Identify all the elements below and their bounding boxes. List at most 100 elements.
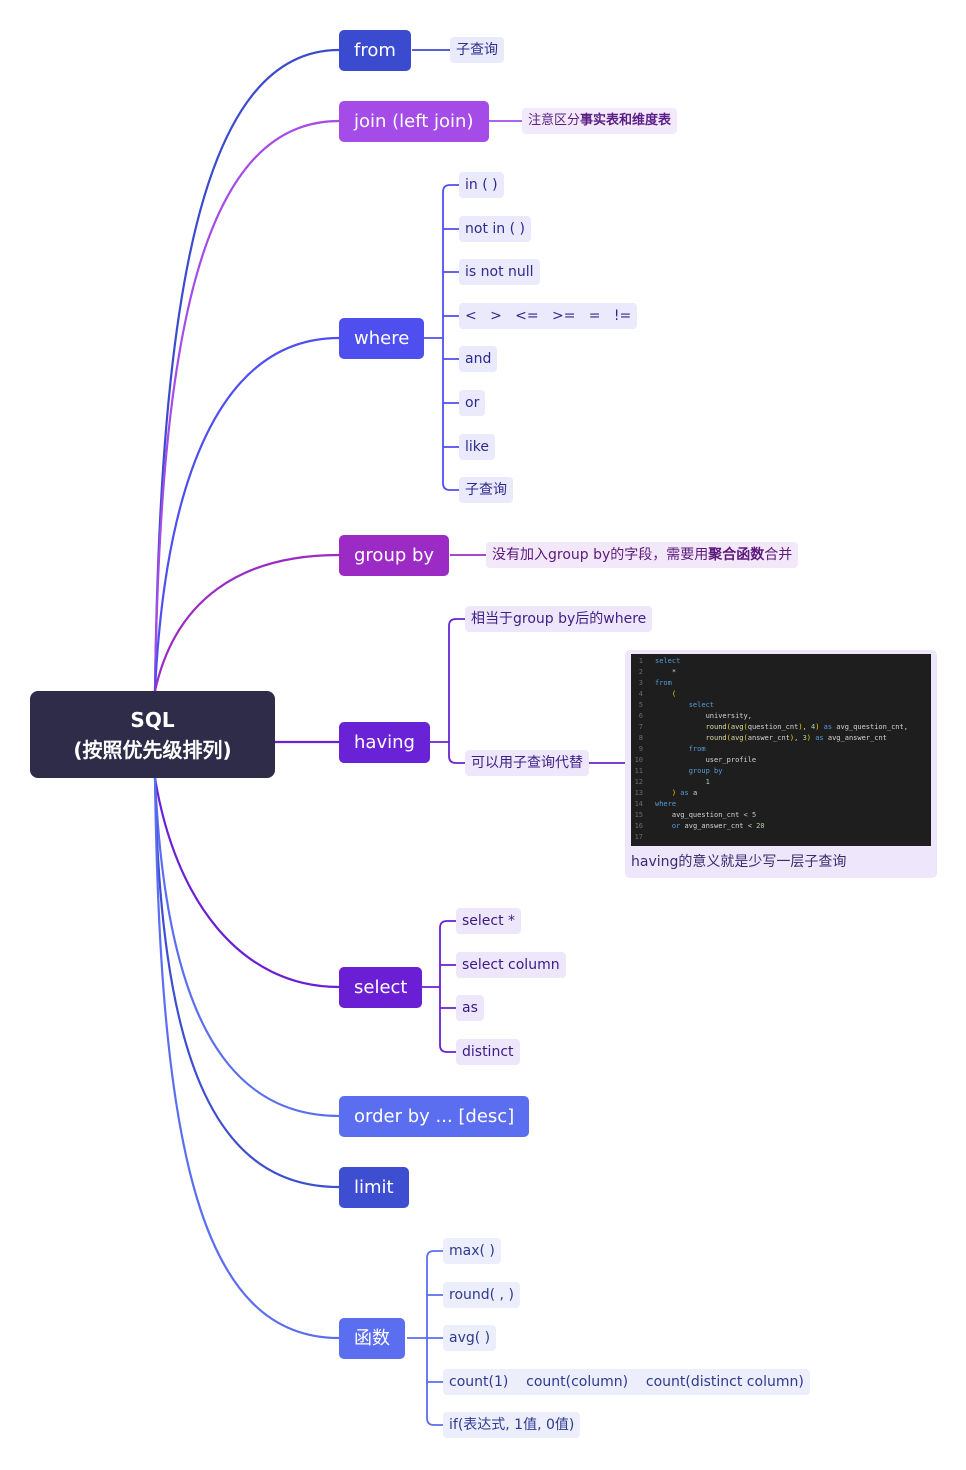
branch-having[interactable]: having [339,722,430,763]
code-line: 16 or avg_answer_cnt < 20 [631,821,931,832]
func-leaf-if[interactable]: if(表达式, 1值, 0值) [443,1412,581,1438]
code-line-number: 17 [634,833,643,841]
func-leaf-avg[interactable]: avg( ) [443,1325,497,1351]
code-line-text: 1 [705,778,710,786]
where-leaf-like[interactable]: like [459,434,496,460]
having-leaf-where-after-groupby[interactable]: 相当于group by后的where [465,606,653,632]
code-line-text: ) as a [671,789,698,797]
code-line-number: 2 [638,668,643,676]
edge-funcs-leaves [426,1250,443,1426]
code-line-number: 13 [634,789,643,797]
code-line: 2 * [631,667,931,678]
branch-functions[interactable]: 函数 [339,1318,405,1359]
func-leaf-round[interactable]: round( , ) [443,1282,520,1308]
branch-order-by[interactable]: order by ... [desc] [339,1096,530,1137]
code-line-number: 1 [638,657,643,665]
where-leaf-is-not-null[interactable]: is not null [459,259,540,285]
edge-root-orderby [153,777,340,1118]
code-line-number: 8 [638,734,643,742]
groupby-note-suffix: 合并 [764,547,793,563]
code-line-text: round(avg(question_cnt), 4) as avg_quest… [705,723,908,731]
where-leaf-or[interactable]: or [459,390,486,416]
branch-from[interactable]: from [339,30,411,71]
edge-where-leaves [442,184,459,491]
root-subtitle: (按照优先级排列) [73,737,232,762]
from-leaf-subquery[interactable]: 子查询 [450,37,504,63]
branch-where[interactable]: where [339,318,425,359]
code-line-text: from [655,679,672,687]
where-leaf-not-in[interactable]: not in ( ) [459,216,531,242]
code-line-number: 14 [634,800,643,808]
code-line-number: 9 [638,745,643,753]
select-leaf-distinct[interactable]: distinct [456,1039,520,1065]
code-line: 5 select [631,700,931,711]
code-line: 17 [631,832,931,843]
code-line: 1 select [631,656,931,667]
code-line: 3 from [631,678,931,689]
code-line-text: select [655,657,681,665]
branch-join[interactable]: join (left join) [339,101,489,142]
code-line-number: 7 [638,723,643,731]
join-note-fact: 事实表 [580,113,620,128]
join-note-prefix: 注意区分 [528,113,581,128]
code-line-text: or avg_answer_cnt < 20 [671,822,765,830]
code-line-text: from [688,745,706,753]
code-line-number: 4 [638,690,643,698]
code-line: 8 round(avg(answer_cnt), 3) as avg_answe… [631,733,931,744]
code-line: 11 group by [631,766,931,777]
code-line: 12 1 [631,777,931,788]
edge-root-join [153,119,340,692]
having-caption: having的意义就是少写一层子查询 [631,854,847,870]
code-line-number: 11 [634,767,643,775]
groupby-note[interactable]: 没有加入group by的字段，需要用聚合函数合并 [486,542,799,568]
groupby-note-agg: 聚合函数 [708,547,765,563]
having-leaf-subquery-alt[interactable]: 可以用子查询代替 [465,750,589,776]
edge-having-leaves [448,618,465,764]
where-leaf-comparison-ops[interactable]: < > <= >= = != [459,303,638,329]
edge-root-select [153,777,340,989]
code-line: 9 from [631,744,931,755]
code-line-number: 15 [634,811,643,819]
code-line-text: round(avg(answer_cnt), 3) as avg_answer_… [705,734,887,742]
code-line-text: * [655,668,677,676]
where-leaf-and[interactable]: and [459,346,498,372]
edge-root-where [153,336,340,692]
code-line-text: ( [671,690,677,698]
groupby-note-prefix: 没有加入group by的字段，需要用 [492,547,709,563]
code-line-number: 12 [634,778,643,786]
select-leaf-as[interactable]: as [456,995,484,1021]
code-line-text: group by [688,767,723,775]
code-line: 10 user_profile [631,755,931,766]
code-line-number: 16 [634,822,643,830]
join-note-and: 和 [619,113,633,128]
func-leaf-max[interactable]: max( ) [443,1238,501,1264]
edge-root-funcs [153,777,340,1340]
join-note[interactable]: 注意区分事实表和维度表 [522,108,678,134]
edge-root-groupby [153,553,340,692]
code-line-text: select [688,701,715,709]
select-leaf-star[interactable]: select * [456,908,522,934]
code-line-number: 6 [638,712,643,720]
edge-root-limit [153,777,340,1189]
code-line-text: where [655,800,677,808]
code-line: 14 where [631,799,931,810]
root-title: SQL [130,707,175,732]
where-leaf-subquery[interactable]: 子查询 [459,477,513,503]
branch-select[interactable]: select [339,967,423,1008]
join-note-dim: 维度表 [632,113,672,128]
code-line-number: 3 [638,679,643,687]
code-line-text: university, [655,712,752,720]
branch-group-by[interactable]: group by [339,535,450,576]
where-leaf-in[interactable]: in ( ) [459,172,504,198]
code-line: 15 avg_question_cnt < 5 [631,810,931,821]
func-leaf-count[interactable]: count(1) count(column) count(distinct co… [443,1369,810,1395]
edge-select-leaves [439,920,456,1053]
code-line-number: 5 [638,701,643,709]
select-leaf-column[interactable]: select column [456,952,566,978]
branch-limit[interactable]: limit [339,1167,409,1208]
root-node[interactable]: SQL (按照优先级排列) [30,691,275,778]
code-line: 13 ) as a [631,788,931,799]
